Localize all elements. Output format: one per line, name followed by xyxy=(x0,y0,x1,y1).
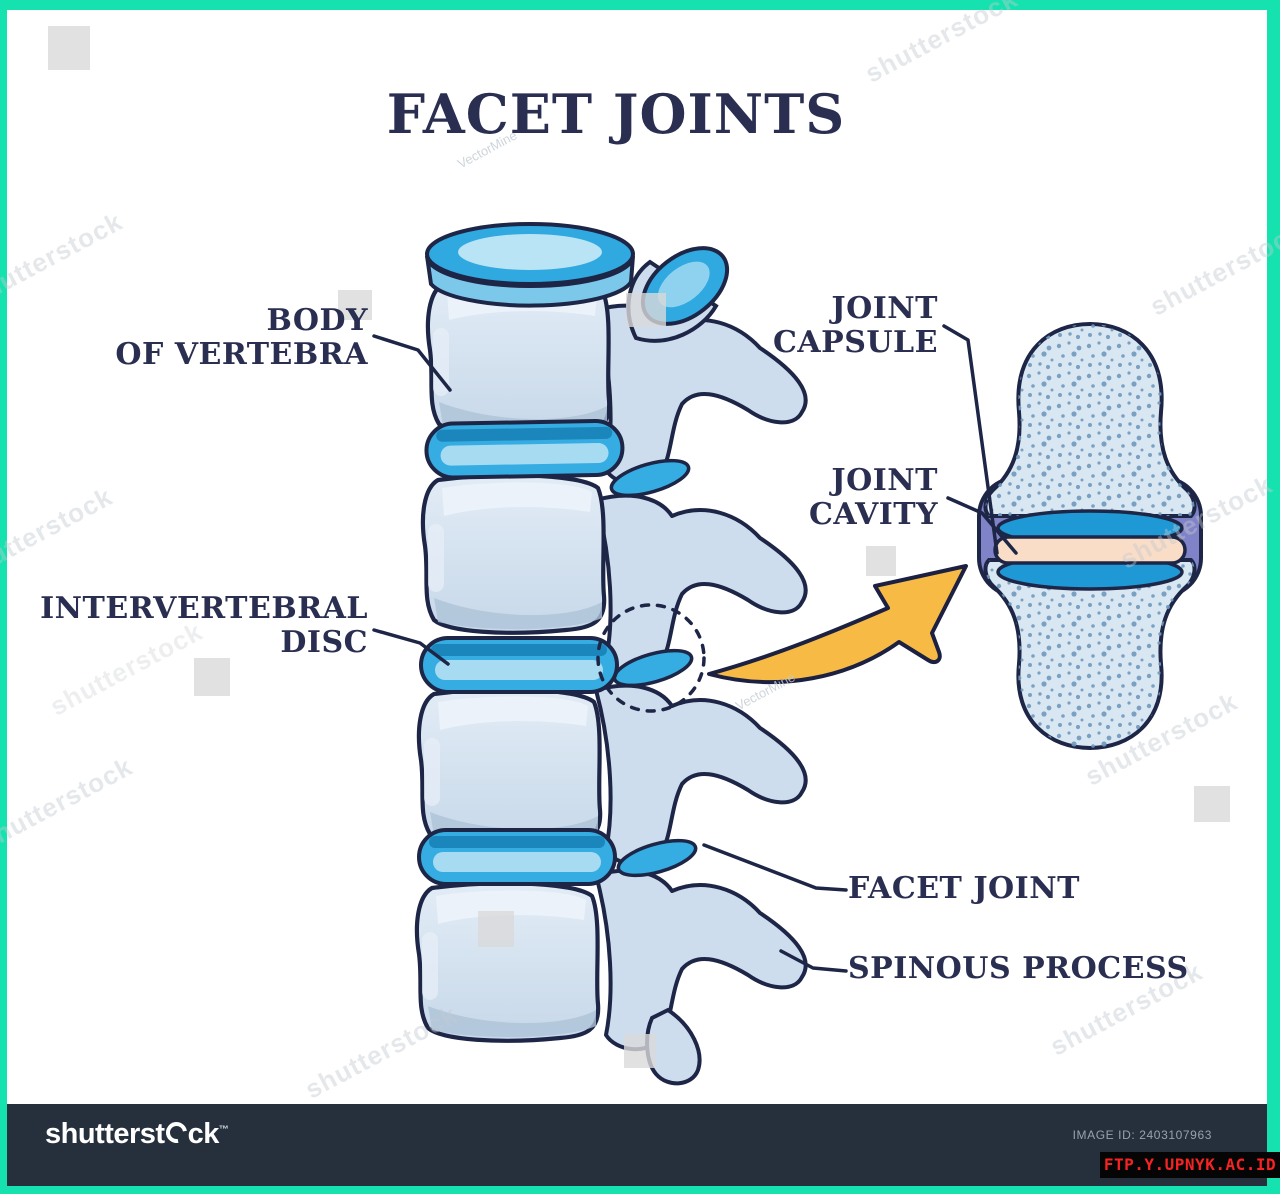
facet-joint-zoom-illustration xyxy=(977,321,1203,751)
label-facet-joint: FACET JOINT xyxy=(848,871,1080,906)
watermark-square xyxy=(478,911,514,947)
watermark-square xyxy=(1194,786,1230,822)
facet-joint-highlight-circle xyxy=(596,603,706,713)
watermark-square xyxy=(866,546,896,576)
label-joint-cavity: JOINT CAVITY xyxy=(808,463,938,532)
label-intervertebral-disc: INTERVERTEBRAL DISC xyxy=(40,591,368,660)
label-spinous-process: SPINOUS PROCESS xyxy=(848,951,1189,986)
watermark-square xyxy=(626,293,666,327)
label-joint-capsule: JOINT CAPSULE xyxy=(773,291,938,360)
diagram-title: FACET JOINTS xyxy=(386,82,846,146)
magnify-arrow xyxy=(707,564,968,685)
watermark-square xyxy=(48,26,90,70)
watermark-square xyxy=(194,658,230,696)
shutter-aperture-icon xyxy=(161,1117,191,1148)
image-id-text: IMAGE ID: 2403107963 xyxy=(1072,1128,1212,1142)
watermark-square xyxy=(338,290,372,320)
label-body-of-vertebra: BODY OF VERTEBRA xyxy=(115,303,368,372)
trademark-symbol: ™ xyxy=(218,1124,229,1136)
watermark-square xyxy=(624,1034,656,1068)
source-badge: FTP.Y.UPNYK.AC.ID xyxy=(1100,1152,1280,1178)
